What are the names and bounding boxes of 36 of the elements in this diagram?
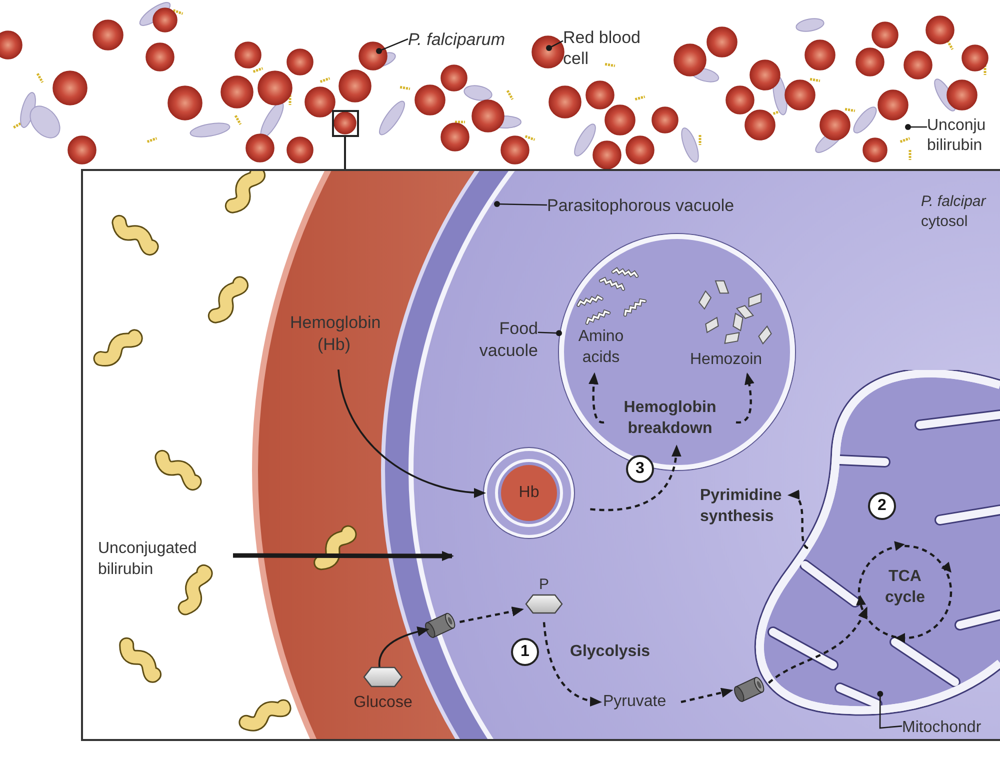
transporter-icon <box>424 610 458 640</box>
leader-line <box>905 124 927 130</box>
arrow <box>736 372 754 424</box>
callout-label: Mitochondr <box>902 716 1000 740</box>
arrow <box>542 622 602 706</box>
callout-label: Unconju bilirubin <box>927 116 1000 160</box>
phosphate-label: P <box>538 576 549 594</box>
leader-line <box>546 40 564 51</box>
callout-label: Parasitophorous vacuole <box>547 193 767 217</box>
leader-line <box>877 690 902 729</box>
arrow <box>590 444 681 512</box>
species-label: P. falciparum <box>408 27 528 51</box>
process-label: Glycolysis <box>570 642 652 662</box>
hemoglobin-particle: Hb <box>501 465 557 521</box>
callout-label: Unconjugated bilirubin <box>98 538 233 584</box>
compartment-label: P. falcipar cytosol <box>921 192 988 232</box>
product-label: Hemozoin <box>690 348 772 372</box>
arrow <box>378 626 430 669</box>
arrow <box>459 606 524 624</box>
molecule-label: Glucose <box>354 693 412 713</box>
leader-line <box>494 201 548 207</box>
transporter-icon <box>733 674 767 704</box>
product-label: Amino acids <box>568 326 634 372</box>
process-label: Pyrimidine synthesis <box>700 485 786 531</box>
molecule-label: Pyruvate <box>603 690 678 714</box>
leader-line <box>538 330 562 336</box>
arrow <box>588 372 604 424</box>
arrow <box>338 369 486 498</box>
arrow <box>680 688 734 704</box>
arrow <box>787 492 809 550</box>
arrow <box>768 606 868 684</box>
callout-label: Food vacuole <box>474 318 538 366</box>
callout-label: Red blood cell <box>563 27 663 73</box>
callout-label: Hemoglobin (Hb) <box>290 312 378 360</box>
process-label: Hemoglobin breakdown <box>604 397 736 443</box>
leader-line <box>376 38 408 54</box>
